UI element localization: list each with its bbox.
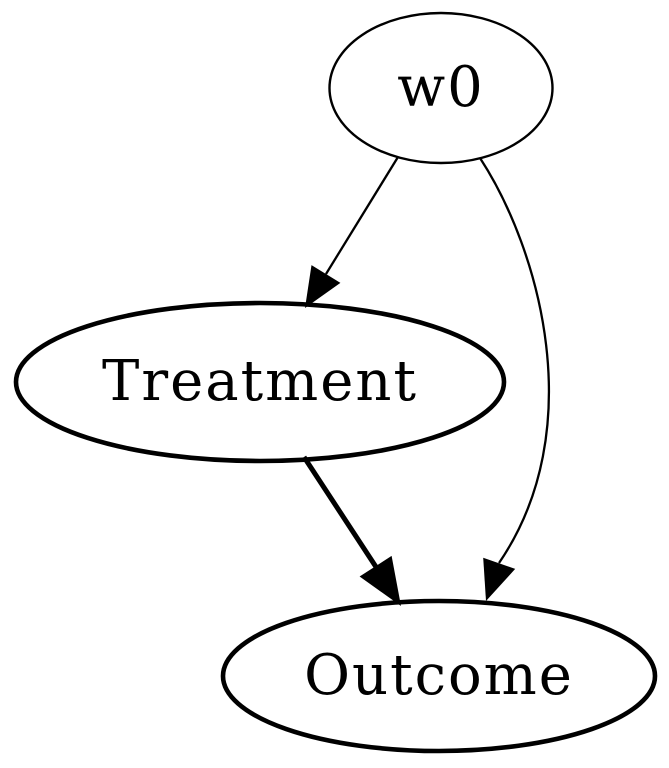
edge-treatment-outcome (301, 455, 401, 606)
node-outcome: Outcome (220, 598, 658, 754)
node-w0: w0 (328, 11, 554, 165)
edge-treatment-outcome-shaft (301, 455, 381, 572)
edge-w0-treatment (305, 156, 399, 308)
edge-w0-outcome-shaft (479, 157, 551, 564)
node-outcome-ellipse (220, 598, 658, 754)
node-treatment: Treatment (13, 300, 507, 464)
node-outcome-label: Outcome (304, 643, 574, 708)
node-w0-label: w0 (397, 55, 485, 120)
edge-treatment-outcome-arrowhead-icon (359, 555, 401, 606)
node-treatment-ellipse (13, 300, 507, 464)
node-treatment-label: Treatment (102, 349, 418, 414)
edge-w0-treatment-shaft (325, 156, 399, 275)
edge-w0-outcome-arrowhead-icon (483, 557, 516, 601)
node-w0-ellipse (328, 11, 554, 165)
edge-w0-treatment-arrowhead-icon (305, 265, 341, 308)
edge-w0-outcome (479, 157, 551, 601)
